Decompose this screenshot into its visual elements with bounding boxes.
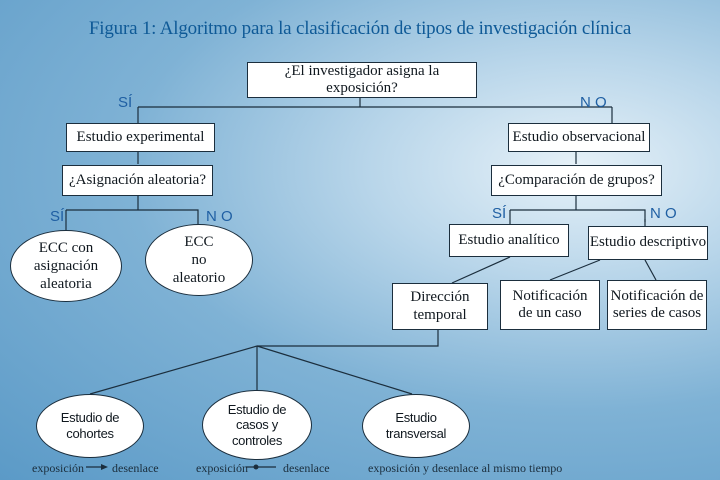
- node-ecc-no-aleatorio: ECC no aleatorio: [145, 224, 253, 296]
- connector-to-transversal: [256, 345, 413, 395]
- node-ecc-asignacion-aleatoria: ECC con asignación aleatoria: [10, 230, 122, 302]
- node-notificacion-caso: Notificación de un caso: [500, 280, 600, 330]
- node-estudio-casos-controles: Estudio de casos y controles: [202, 390, 312, 460]
- connector-desc-caso: [549, 259, 601, 281]
- label-no-right: N O: [650, 205, 677, 222]
- page-title: Figura 1: Algoritmo para la clasificació…: [88, 18, 632, 39]
- node-estudio-cohortes: Estudio de cohortes: [36, 394, 144, 458]
- node-estudio-observacional: Estudio observacional: [508, 123, 650, 152]
- label-si-right: SÍ: [492, 205, 507, 222]
- node-estudio-analitico: Estudio analítico: [449, 224, 569, 257]
- connector-analitico-direccion: [451, 256, 511, 284]
- footer-desenlace-2: desenlace: [283, 461, 330, 475]
- label-no-left: N O: [206, 208, 233, 225]
- node-estudio-descriptivo: Estudio descriptivo: [588, 226, 708, 260]
- node-question-grupos: ¿Comparación de grupos?: [491, 165, 662, 196]
- node-question-exposicion: ¿El investigador asigna la exposición?: [247, 62, 477, 98]
- footer-arrowhead-1: [101, 464, 108, 470]
- node-question-aleatoria: ¿Asignación aleatoria?: [62, 165, 213, 196]
- footer-mismo-tiempo: exposición y desenlace al mismo tiempo: [368, 461, 563, 475]
- node-direccion-temporal: Dirección temporal: [392, 283, 488, 330]
- connector-desc-series: [644, 259, 657, 281]
- footer-desenlace-1: desenlace: [112, 461, 159, 475]
- connector-direccion-down: [257, 330, 439, 347]
- label-si-top: SÍ: [118, 94, 133, 111]
- label-si-left: SÍ: [50, 208, 65, 225]
- footer-dot-2: [253, 464, 259, 470]
- label-no-top: N O: [580, 94, 607, 111]
- connector-left-bar: [66, 209, 199, 218]
- connector-right-bar: [510, 209, 646, 222]
- node-notificacion-series: Notificación de series de casos: [607, 280, 707, 330]
- connector-to-cohortes: [89, 345, 258, 395]
- node-estudio-transversal: Estudio transversal: [362, 394, 470, 458]
- footer-exposicion-2: exposición: [196, 461, 248, 475]
- node-estudio-experimental: Estudio experimental: [66, 123, 215, 152]
- footer-exposicion-1: exposición: [32, 461, 84, 475]
